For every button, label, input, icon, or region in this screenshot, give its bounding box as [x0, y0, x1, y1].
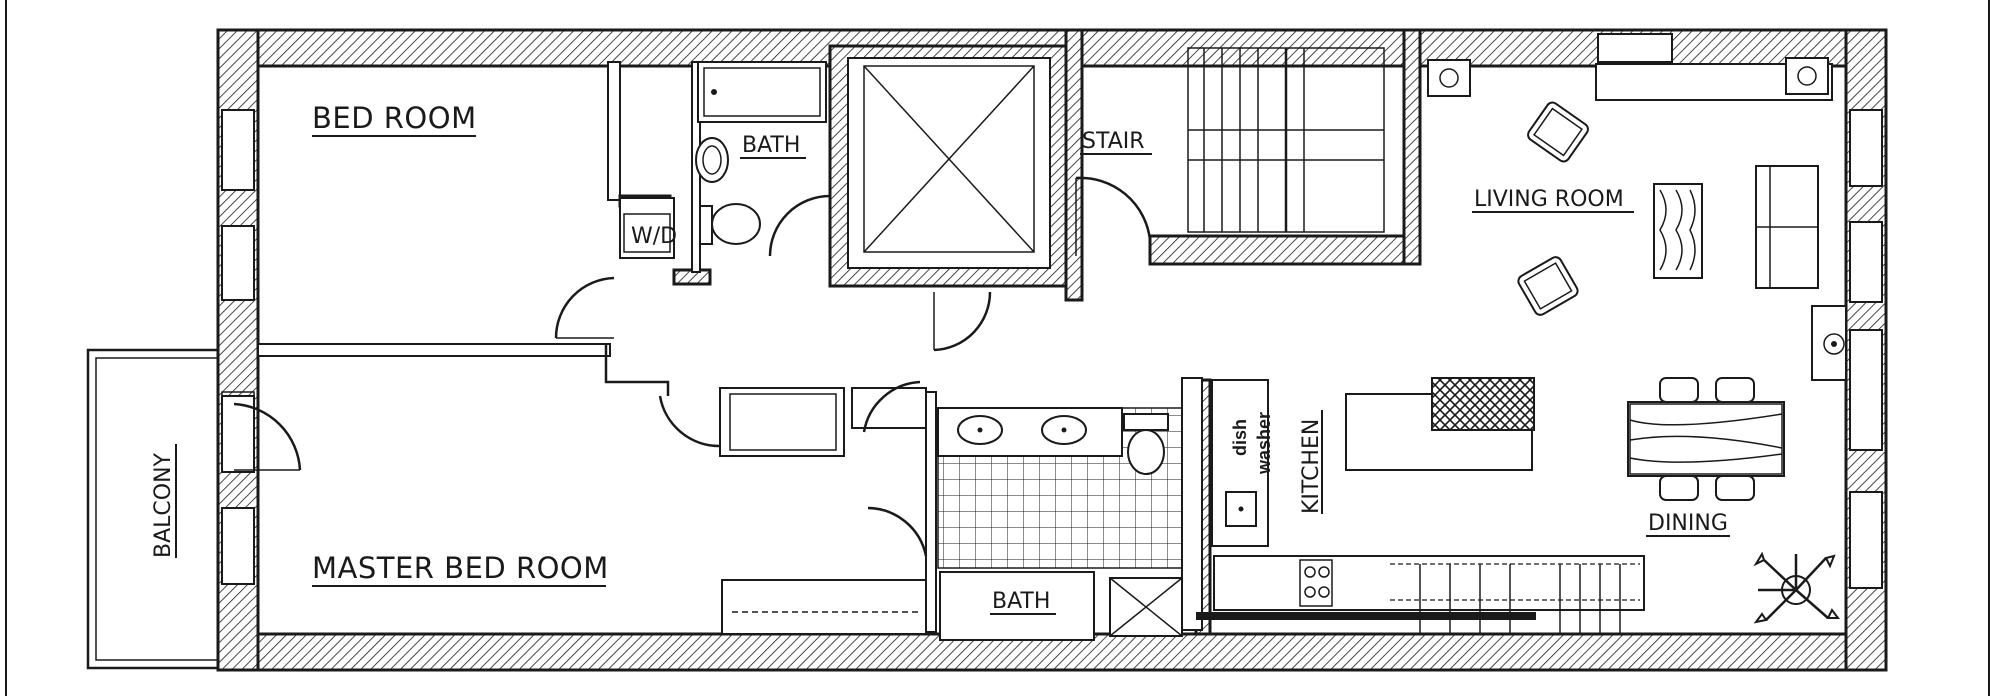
label-dining: DINING [1648, 511, 1728, 536]
label-bath-upper: BATH [742, 133, 800, 158]
label-bath-lower: BATH [992, 589, 1050, 614]
dishwasher-label-2: washer [1254, 412, 1274, 475]
label-stair: STAIR [1082, 129, 1145, 154]
dining-table [1627, 377, 1785, 501]
plant-icon [1753, 551, 1840, 624]
upper-bath-fixtures [695, 61, 827, 245]
elevator [863, 65, 1035, 253]
lower-bath-fixtures [937, 407, 1185, 641]
label-master-bed-room: MASTER BED ROOM [312, 551, 609, 585]
dishwasher-label-1: dish [1230, 419, 1250, 456]
washer-dryer [619, 197, 675, 259]
label-balcony: BALCONY [151, 452, 176, 558]
stair-treads [1187, 47, 1385, 233]
label-living-room: LIVING ROOM [1474, 187, 1624, 212]
label-bed-room: BED ROOM [312, 101, 477, 135]
label-kitchen: KITCHEN [1299, 419, 1324, 514]
kitchen-fixtures [1181, 377, 1645, 634]
living-room-furniture [1427, 57, 1847, 381]
page-frame [5, 0, 1990, 696]
washer-dryer-label: W/D [631, 224, 677, 249]
